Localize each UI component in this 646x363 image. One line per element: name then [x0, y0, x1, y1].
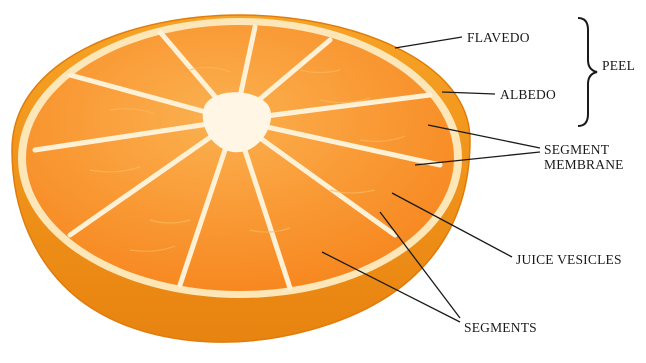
flavedo-leader [395, 37, 462, 48]
flavedo-label: FLAVEDO [467, 30, 530, 45]
peel-label: PEEL [602, 58, 635, 73]
segments-label: SEGMENTS [464, 320, 537, 335]
juice-vesicles-label: JUICE VESICLES [516, 252, 622, 267]
segment-membrane-label-line1: SEGMENT [544, 142, 609, 157]
pulp-face [26, 25, 454, 291]
segment-membrane-label-line2: MEMBRANE [544, 157, 624, 172]
albedo-label: ALBEDO [500, 87, 556, 102]
peel-brace [578, 18, 597, 126]
